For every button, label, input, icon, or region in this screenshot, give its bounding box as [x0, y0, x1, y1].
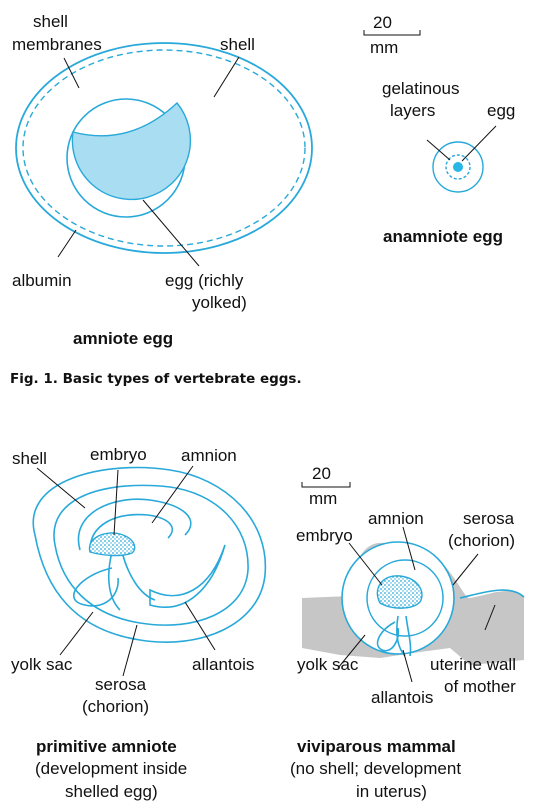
- label-shell-membranes-1: shell: [33, 12, 68, 31]
- label-primitive-serosa-1: serosa: [95, 675, 147, 694]
- label-viviparous-allantois: allantois: [371, 688, 433, 707]
- label-viviparous-embryo: embryo: [296, 526, 353, 545]
- label-primitive-serosa-2: (chorion): [82, 697, 149, 716]
- primitive-yolk-sac: [74, 568, 118, 606]
- leader-egg-yolked: [143, 200, 199, 266]
- leader-shell: [214, 57, 239, 97]
- primitive-stalk: [109, 552, 155, 610]
- label-uterine-wall-1: uterine wall: [430, 655, 516, 674]
- label-viviparous-serosa-2: (chorion): [448, 531, 515, 550]
- label-albumin: albumin: [12, 271, 72, 290]
- primitive-embryo: [89, 533, 134, 556]
- title-primitive-amniote: primitive amniote: [36, 737, 177, 756]
- title-viviparous-mammal: viviparous mammal: [297, 737, 456, 756]
- primitive-allantois: [150, 545, 225, 607]
- viviparous-scale-unit: mm: [309, 489, 337, 508]
- label-primitive-embryo: embryo: [90, 445, 147, 464]
- label-shell-membranes-2: membranes: [12, 35, 102, 54]
- label-gelatinous-1: gelatinous: [382, 79, 460, 98]
- label-primitive-allantois: allantois: [192, 655, 254, 674]
- primitive-amniote-drawing: [33, 466, 265, 676]
- label-primitive-shell: shell: [12, 449, 47, 468]
- label-gelatinous-2: layers: [390, 101, 435, 120]
- subtitle-primitive-1: (development inside: [35, 759, 187, 778]
- subtitle-viviparous-1: (no shell; development: [290, 759, 461, 778]
- label-primitive-amnion: amnion: [181, 446, 237, 465]
- label-anamniote-egg: egg: [487, 101, 515, 120]
- label-viviparous-serosa-1: serosa: [463, 509, 515, 528]
- label-viviparous-yolk-sac: yolk sac: [297, 655, 359, 674]
- anamniote-egg-drawing: [427, 126, 496, 192]
- label-egg-richly-2: yolked): [192, 293, 247, 312]
- label-viviparous-amnion: amnion: [368, 509, 424, 528]
- figure-1-caption: Fig. 1. Basic types of vertebrate eggs.: [10, 371, 302, 387]
- leader-albumin: [58, 230, 76, 257]
- anamniote-scale-value: 20: [373, 13, 392, 32]
- label-uterine-wall-2: of mother: [444, 677, 516, 696]
- title-amniote-egg: amniote egg: [73, 329, 173, 348]
- label-egg-richly-1: egg (richly: [165, 271, 244, 290]
- amniote-egg-drawing: [16, 43, 312, 266]
- anamniote-scale-unit: mm: [370, 38, 398, 57]
- subtitle-viviparous-2: in uterus): [356, 782, 427, 801]
- subtitle-primitive-2: shelled egg): [65, 782, 158, 801]
- label-amniote-shell: shell: [220, 35, 255, 54]
- label-primitive-yolk-sac: yolk sac: [11, 655, 73, 674]
- viviparous-scale-value: 20: [312, 464, 331, 483]
- title-anamniote-egg: anamniote egg: [383, 227, 503, 246]
